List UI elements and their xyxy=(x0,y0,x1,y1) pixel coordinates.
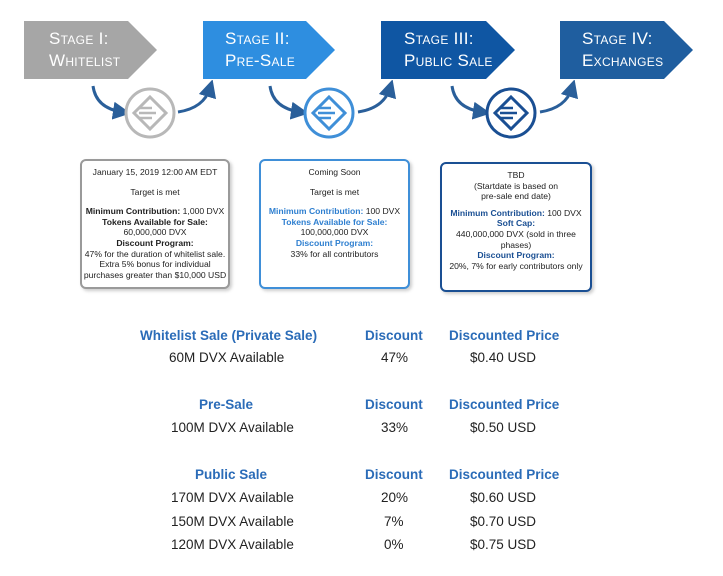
stage-1-label: Stage I: Whitelist xyxy=(49,28,120,72)
discount-header: Discount xyxy=(365,328,423,343)
stage-1-title: Stage I: xyxy=(49,29,109,48)
arrow-out-2 xyxy=(357,80,397,114)
discount-header: Discount xyxy=(365,467,423,482)
public-sale-heading: Public Sale xyxy=(195,467,268,482)
arrow-in-1 xyxy=(91,85,131,120)
tokens-value: 100,000,000 DVX xyxy=(300,227,369,238)
box-status: Target is met xyxy=(130,186,180,197)
min-contribution-value: 100 DVX xyxy=(547,207,582,218)
min-contribution-label: Minimum Contribution: xyxy=(450,207,545,218)
stage-1-info-box: January 15, 2019 12:00 AM EDT Target is … xyxy=(80,159,230,289)
stage-3-chevron xyxy=(381,21,515,79)
stage-1-subtitle: Whitelist xyxy=(49,51,121,70)
discount-program-label: Discount Program: xyxy=(477,250,555,261)
min-contribution-label: Minimum Contribution: xyxy=(268,206,364,217)
discount-program-label: Discount Program: xyxy=(116,237,194,248)
tokens-label: Tokens Available for Sale: xyxy=(281,216,388,227)
soft-cap-label: Soft Cap: xyxy=(496,218,536,229)
stage-3-title: Stage III: xyxy=(404,29,474,48)
arrow-out-3 xyxy=(539,80,579,114)
stage-3-subtitle: Public Sale xyxy=(404,51,493,70)
stage-1-chevron xyxy=(24,21,157,79)
discount-cell: 7% xyxy=(384,514,404,529)
price-cell: $0.60 USD xyxy=(470,490,537,505)
stage-4-title: Stage IV: xyxy=(582,29,653,48)
min-contribution-value: 100 DVX xyxy=(365,206,401,217)
arrow-in-2 xyxy=(268,85,309,120)
discount-program-label: Discount Program: xyxy=(295,237,374,248)
available-cell: 120M DVX Available xyxy=(171,537,294,552)
stage-2-subtitle: Pre-Sale xyxy=(225,51,296,70)
discount-cell: 47% xyxy=(381,350,409,365)
stage-chevrons xyxy=(24,21,693,79)
discount-cell: 20% xyxy=(381,490,409,505)
stage-logo-icon xyxy=(303,87,355,139)
flow-connectors xyxy=(91,80,579,139)
discounted-price-header: Discounted Price xyxy=(449,397,560,412)
stage-4-label: Stage IV: Exchanges xyxy=(582,28,663,72)
box-min-contribution: Minimum Contribution: 100 DVX xyxy=(261,206,408,217)
price-cell: $0.75 USD xyxy=(470,537,537,552)
box-min-contribution: Minimum Contribution: 1,000 DVX xyxy=(82,206,228,217)
discount-program-line: 33% for all contributors xyxy=(290,248,379,259)
discount-header: Discount xyxy=(365,397,423,412)
discount-program-line: purchases greater than $10,000 USD xyxy=(83,269,227,280)
arrow-in-3 xyxy=(450,85,491,120)
discount-program-line: 47% for the duration of whitelist sale. xyxy=(84,248,226,259)
pre-sale-heading: Pre-Sale xyxy=(199,397,254,412)
tokens-label: Tokens Available for Sale: xyxy=(102,216,208,227)
tokens-value: 60,000,000 DVX xyxy=(123,227,187,238)
stage-2-title: Stage II: xyxy=(225,29,290,48)
price-cell: $0.70 USD xyxy=(470,514,537,529)
discount-program-line: 20%, 7% for early contributors only xyxy=(449,260,583,271)
box-date: Coming Soon xyxy=(308,167,361,177)
discounted-price-header: Discounted Price xyxy=(449,467,560,482)
soft-cap-value: 440,000,000 DVX (sold in three phases) xyxy=(456,228,576,250)
available-cell: 150M DVX Available xyxy=(171,514,294,529)
arrow-out-1 xyxy=(177,80,217,114)
min-contribution-value: 1,000 DVX xyxy=(182,206,225,217)
discount-cell: 0% xyxy=(384,537,404,552)
stage-3-label: Stage III: Public Sale xyxy=(404,28,493,72)
whitelist-sale-heading: Whitelist Sale (Private Sale) xyxy=(140,328,318,343)
stage-2-chevron xyxy=(203,21,335,79)
stage-3-info-box: TBD (Startdate is based on pre-sale end … xyxy=(440,162,592,292)
stage-4-subtitle: Exchanges xyxy=(582,51,664,70)
box-date: TBD xyxy=(507,170,525,180)
box-date: January 15, 2019 12:00 AM EDT xyxy=(92,167,218,177)
stage-2-label: Stage II: Pre-Sale xyxy=(225,28,295,72)
discount-program-line: Extra 5% bonus for individual xyxy=(99,259,211,270)
available-cell: 170M DVX Available xyxy=(171,490,294,505)
box-min-contribution: Minimum Contribution: 100 DVX xyxy=(442,208,590,219)
available-cell: 100M DVX Available xyxy=(171,420,294,435)
available-cell: 60M DVX Available xyxy=(169,350,285,365)
price-cell: $0.40 USD xyxy=(470,350,537,365)
stage-logo-icon xyxy=(124,87,176,139)
box-note: (Startdate is based on xyxy=(473,180,559,191)
discount-cell: 33% xyxy=(381,420,409,435)
box-note: pre-sale end date) xyxy=(481,191,551,202)
box-status: Target is met xyxy=(309,186,360,197)
price-cell: $0.50 USD xyxy=(470,420,537,435)
min-contribution-label: Minimum Contribution: xyxy=(85,206,181,217)
stage-2-info-box: Coming Soon Target is met Minimum Contri… xyxy=(259,159,410,289)
discounted-price-header: Discounted Price xyxy=(449,328,560,343)
stage-4-chevron xyxy=(560,21,693,79)
stage-logo-icon xyxy=(485,87,537,139)
